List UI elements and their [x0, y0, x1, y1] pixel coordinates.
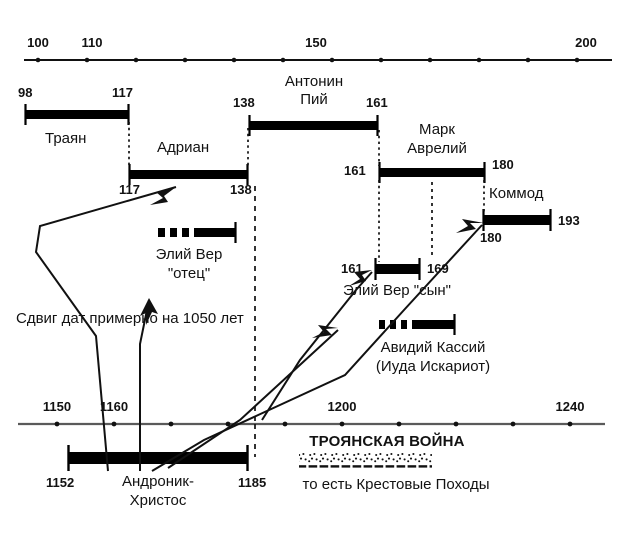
bar-avidius-cassius	[379, 314, 456, 335]
top-axis-label-150: 150	[305, 35, 327, 50]
bar-trojan-war-subtitle: то есть Крестовые Походы	[302, 476, 490, 493]
bottom-axis-label-1200: 1200	[327, 399, 357, 414]
bottom-axis-ticks	[54, 421, 573, 427]
bar-trajan	[24, 104, 130, 125]
bar-hadrian-end-label: 138	[230, 182, 252, 197]
bar-aelius-verus-father-name-line2: "отец"	[167, 265, 211, 282]
bar-trojan-war	[299, 453, 432, 469]
dotted-connectors	[128, 122, 485, 262]
bar-andronicus-christ-start-label: 1152	[46, 475, 75, 490]
bar-andronicus-christ-name-line1: Андроник-	[122, 473, 194, 490]
bottom-axis-label-1150: 1150	[42, 399, 72, 414]
bar-aelius-verus-father	[158, 222, 237, 243]
bar-commodus-name: Коммод	[489, 185, 544, 202]
arrow-heads	[140, 187, 484, 338]
bar-hadrian-start-label: 117	[119, 182, 140, 197]
bar-andronicus-christ	[67, 445, 249, 471]
bar-commodus-end-label: 193	[558, 213, 580, 228]
bar-trajan-start-label: 98	[18, 85, 33, 100]
bar-marcus-aurelius	[378, 162, 486, 183]
bottom-axis-label-1240: 1240	[555, 399, 585, 414]
bar-antoninus-pius-name-line1: Антонин	[284, 73, 344, 90]
bar-aelius-verus-son	[374, 258, 421, 280]
bar-trajan-end-label: 117	[112, 85, 133, 100]
bar-aelius-verus-son-end-label: 169	[427, 261, 449, 276]
top-axis	[24, 57, 612, 63]
bar-avidius-cassius-name-line1: Авидий Кассий	[380, 339, 486, 356]
bar-trojan-war-title: ТРОЯНСКАЯ ВОЙНА	[309, 433, 465, 450]
bar-marcus-aurelius-name-line1: Марк	[419, 121, 455, 138]
bar-commodus	[482, 209, 552, 231]
bar-marcus-aurelius-start-label: 161	[344, 163, 366, 178]
bar-trajan-name: Траян	[45, 130, 87, 147]
top-axis-label-100: 100	[27, 35, 49, 50]
bar-aelius-verus-son-start-label: 161	[341, 261, 363, 276]
bar-andronicus-christ-name-line2: Христос	[129, 492, 187, 509]
bar-hadrian-name: Адриан	[157, 139, 210, 156]
bar-antoninus-pius	[248, 115, 379, 136]
bar-commodus-start-label: 180	[480, 230, 502, 245]
top-axis-label-110: 110	[81, 35, 103, 50]
bar-marcus-aurelius-end-label: 180	[492, 157, 514, 172]
bar-marcus-aurelius-name-line2: Аврелий	[407, 140, 467, 157]
bar-avidius-cassius-name-line2: (Иуда Искариот)	[375, 358, 491, 375]
bottom-axis	[18, 421, 605, 427]
bar-antoninus-pius-start-label: 138	[233, 95, 255, 110]
bar-andronicus-christ-end-label: 1185	[238, 475, 267, 490]
bar-aelius-verus-father-name-line1: Элий Вер	[155, 246, 223, 263]
bar-aelius-verus-son-name: Элий Вер "сын"	[342, 282, 452, 299]
top-axis-ticks	[35, 57, 580, 63]
bottom-axis-label-1160: 1160	[99, 399, 129, 414]
bar-antoninus-pius-name-line2: Пий	[300, 91, 328, 108]
correspondence-arrows	[34, 186, 483, 472]
date-shift-guide-line	[254, 182, 433, 457]
top-axis-label-200: 200	[575, 35, 597, 50]
bar-hadrian	[128, 164, 249, 185]
date-shift-note: Сдвиг дат примерно на 1050 лет	[16, 310, 244, 327]
bar-antoninus-pius-end-label: 161	[366, 95, 388, 110]
